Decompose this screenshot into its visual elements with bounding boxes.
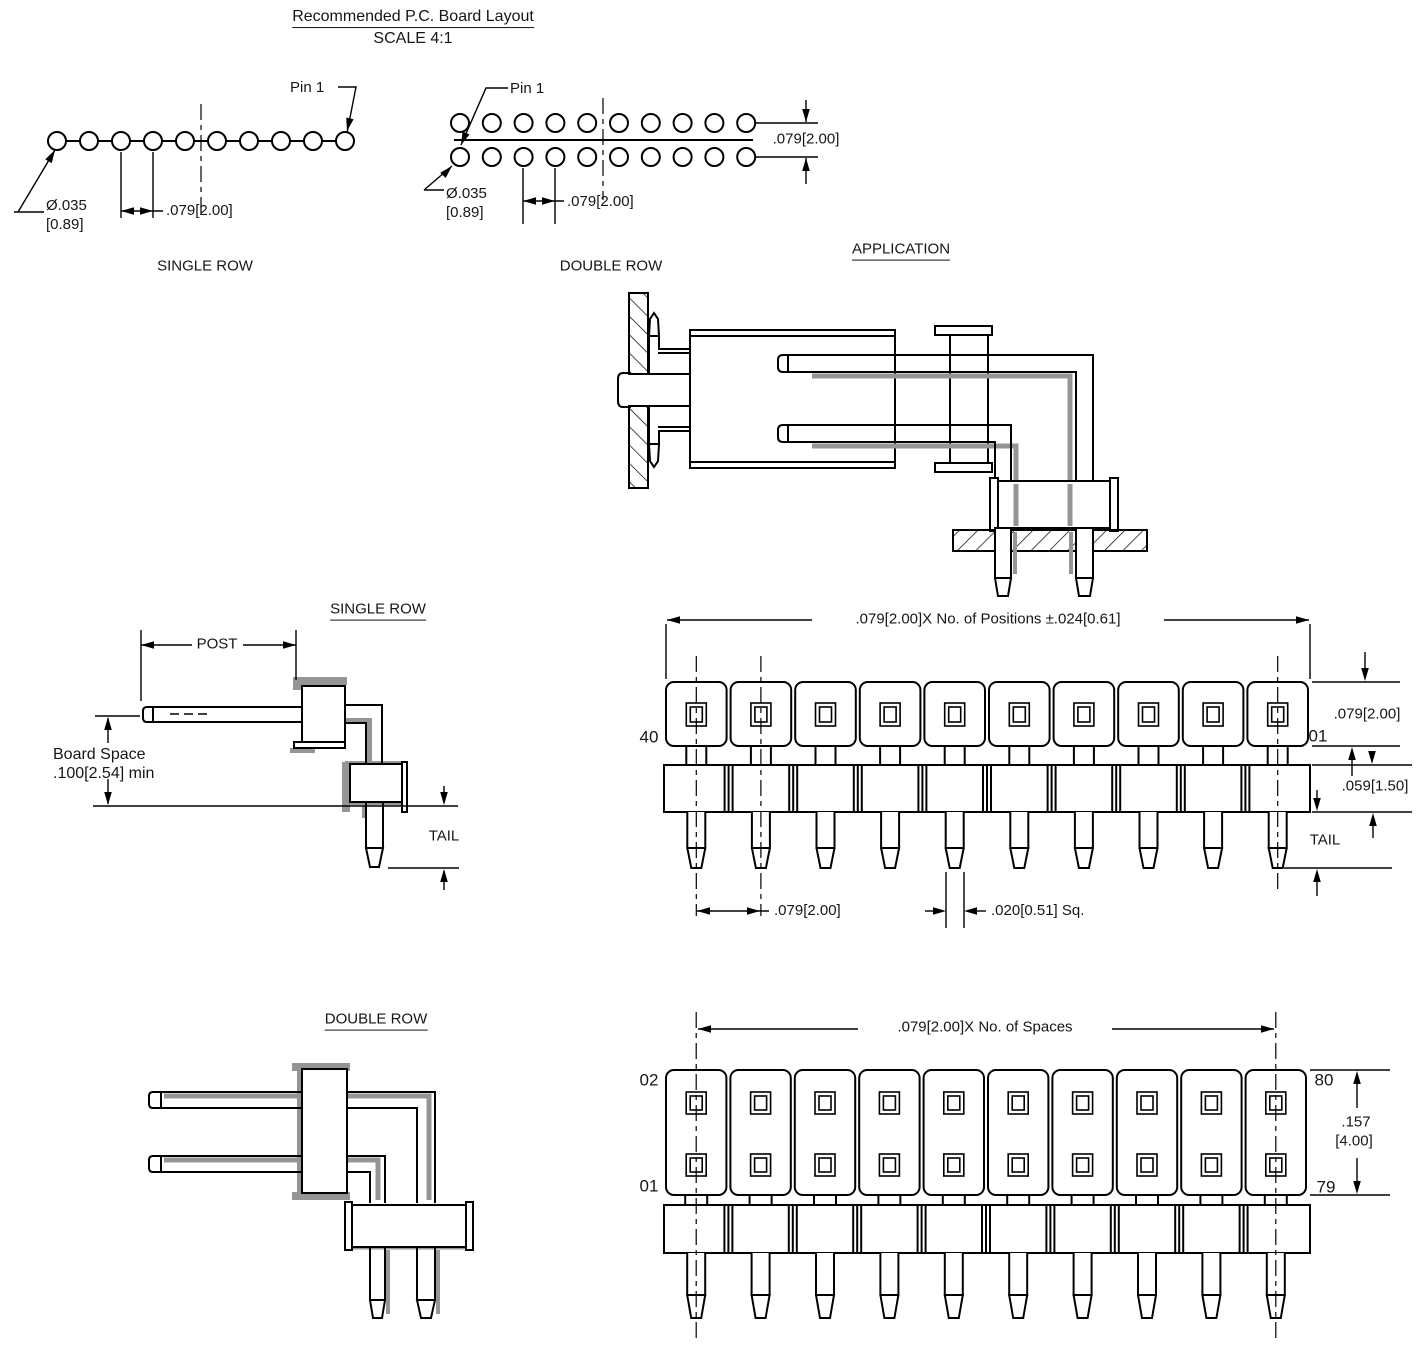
double-layout-hole-diameter: Ø.035: [446, 185, 487, 202]
header-wafer: [934, 325, 993, 336]
board-space-label-line2: .100[2.54] min: [53, 765, 155, 782]
solder-tail: [994, 527, 1012, 579]
double-row-side-view: [148, 1063, 474, 1319]
pin-socket-end: [777, 354, 799, 373]
single-row-side-view: [93, 630, 459, 890]
single-layout-pin1-label: Pin 1: [290, 79, 325, 96]
post-dim-label: POST: [196, 635, 238, 653]
double-layout-pin1-label: Pin 1: [510, 80, 545, 97]
double-layout-caption: DOUBLE ROW: [559, 257, 663, 275]
header-base-block: [989, 477, 999, 532]
post-socket-end: [142, 706, 153, 723]
latch-top: [647, 311, 661, 337]
single-layout-pitch-dim: .079[2.00]: [166, 202, 233, 219]
double-row-front-view: [663, 1028, 1390, 1319]
single-front-position-last: 01: [1308, 726, 1328, 746]
single-front-body-height-dim: .079[2.00]: [1333, 705, 1401, 723]
double-front-position-top-left: 02: [639, 1070, 659, 1090]
header-body: [301, 685, 346, 743]
pcb-layout-single-row: [14, 86, 357, 218]
application-caption: APPLICATION: [851, 241, 951, 261]
double-row-side-caption: DOUBLE ROW: [324, 1011, 428, 1031]
panel-peg: [617, 372, 631, 408]
single-layout-hole-diameter-mm: [0.89]: [46, 216, 84, 233]
latch-bottom: [647, 443, 661, 469]
panel-wall-hatched: [628, 292, 649, 375]
pcb-board-hatched: [952, 529, 1148, 552]
page-title: Recommended P.C. Board Layout: [292, 8, 534, 28]
centerlines-and-arrowheads: [45, 109, 1377, 1340]
single-front-overall-dim: .079[2.00]X No. of Positions ±.024[0.61]: [855, 610, 1121, 628]
double-front-overall-dim: .079[2.00]X No. of Spaces: [897, 1018, 1073, 1036]
double-front-height-dim-mm: [4.00]: [1335, 1132, 1373, 1150]
tail-tip: [364, 847, 385, 868]
double-front-position-top-right: 80: [1314, 1070, 1334, 1090]
single-row-side-caption: SINGLE ROW: [330, 601, 426, 621]
double-layout-hole-diameter-mm: [0.89]: [446, 204, 484, 221]
base-wafer: [349, 763, 403, 803]
single-side-tail-label: TAIL: [428, 827, 460, 845]
single-front-base-height-dim: .059[1.50]: [1341, 777, 1409, 795]
board-space-label-line1: Board Space: [53, 746, 146, 763]
tail-tip: [368, 1299, 387, 1319]
application-drawing: [617, 292, 1148, 597]
base-wafer: [344, 1201, 353, 1251]
double-layout-pitch-dim: .079[2.00]: [567, 193, 634, 210]
post-socket-end: [148, 1091, 161, 1109]
single-layout-hole-diameter: Ø.035: [46, 197, 87, 214]
double-front-position-bottom-left: 01: [639, 1176, 659, 1196]
single-front-tail-label: TAIL: [1309, 831, 1341, 849]
single-layout-caption: SINGLE ROW: [157, 257, 253, 275]
single-front-pitch-dim: .079[2.00]: [774, 902, 841, 919]
single-row-front-view: [663, 619, 1412, 928]
double-front-height-dim-in: .157: [1341, 1113, 1371, 1131]
pcb-layout-double-row: [423, 87, 818, 224]
page-scale: SCALE 4:1: [373, 30, 453, 48]
single-front-position-first: 40: [639, 727, 659, 747]
double-layout-row-spacing-dim: .079[2.00]: [772, 130, 840, 148]
double-front-position-bottom-right: 79: [1316, 1177, 1336, 1197]
single-front-pin-square-dim: .020[0.51] Sq.: [991, 902, 1085, 919]
header-body: [301, 1068, 348, 1194]
